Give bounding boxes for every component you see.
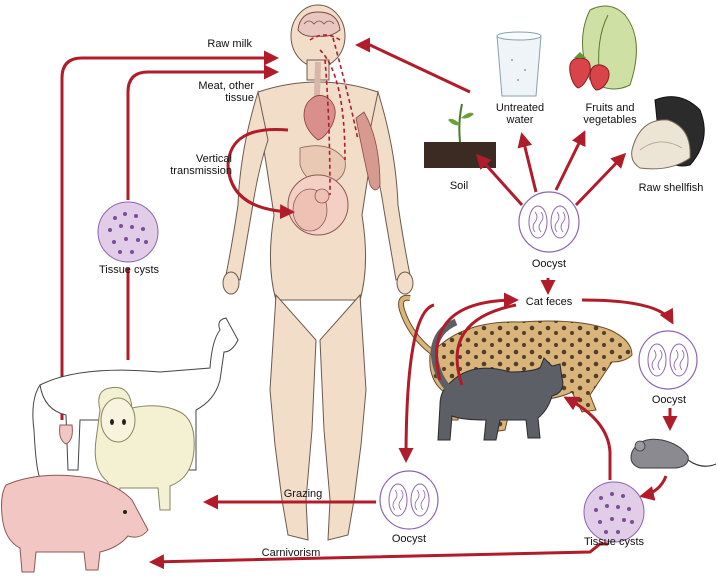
meat-tissue-arrow <box>126 64 279 360</box>
oocyst-environment-arrows <box>355 37 627 207</box>
mouse-to-cyst-arrow <box>639 475 668 501</box>
oocyst-bottom-label: Oocyst <box>391 533 427 545</box>
cat-feces-arrows <box>398 278 674 463</box>
carnivorism-arrow <box>149 542 608 570</box>
pig-icon <box>1 474 149 573</box>
oocyst-top <box>518 191 580 253</box>
grazing-label: Grazing <box>283 488 323 500</box>
raw-shellfish-label: Raw shellfish <box>638 182 704 194</box>
tissue-cyst-left <box>97 201 159 263</box>
oocyst-bottom <box>379 470 439 530</box>
cat-icon <box>430 318 564 441</box>
oocyst-right-label: Oocyst <box>651 394 687 406</box>
meat-other-tissue-label: Meat, other tissue <box>198 80 254 104</box>
internal-spread-dashes <box>309 34 359 196</box>
oocyst-right <box>638 330 698 390</box>
raw-milk-arrow <box>60 50 279 420</box>
carnivorism-label: Carnivorism <box>261 547 321 559</box>
shellfish-icon <box>631 96 705 170</box>
fetus-in-womb-icon <box>287 174 349 236</box>
brain-icon <box>297 11 341 37</box>
tissue-cysts-bottom-label: Tissue cysts <box>583 536 645 548</box>
water-glass-icon <box>496 31 542 97</box>
soil-label: Soil <box>449 180 469 192</box>
cyst-to-cat-arrow <box>563 396 612 480</box>
mouse-icon <box>630 438 717 469</box>
muscle-icon <box>355 111 381 191</box>
lettuce-strawberry-icon <box>569 5 637 91</box>
untreated-water-label: Untreated water <box>495 102 545 126</box>
cat-feces-label: Cat feces <box>525 296 573 308</box>
tissue-cyst-bottom <box>583 481 645 543</box>
oocyst-top-label: Oocyst <box>531 258 567 270</box>
vertical-transmission-label: Vertical transmission <box>170 153 232 177</box>
fruits-vegetables-label: Fruits and vegetables <box>583 102 637 126</box>
vertical-transmission-arrow <box>226 127 295 220</box>
raw-milk-label: Raw milk <box>207 38 252 50</box>
heart-icon <box>303 95 336 141</box>
tissue-cysts-left-label: Tissue cysts <box>98 264 160 276</box>
